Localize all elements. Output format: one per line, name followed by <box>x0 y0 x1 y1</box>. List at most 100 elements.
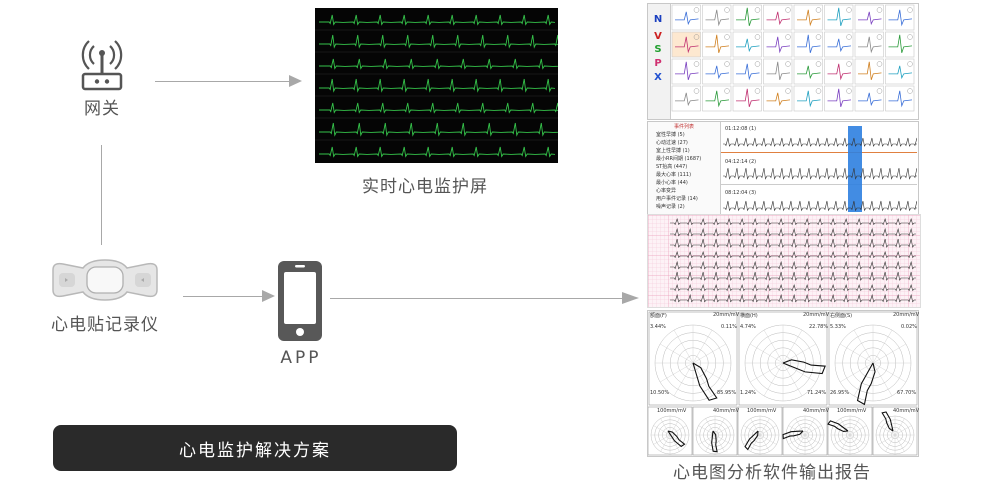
polar-spoke <box>788 425 806 436</box>
beat-template-trace <box>736 88 760 107</box>
beat-template-cell <box>763 85 793 112</box>
polar-spoke <box>840 418 851 436</box>
solution-banner: 心电监护解决方案 <box>53 425 457 471</box>
vector-loop <box>782 359 826 375</box>
event-list-item[interactable]: ST抬高 (447) <box>656 164 688 170</box>
app-node: APP <box>270 260 332 370</box>
polar-spoke <box>878 434 896 445</box>
event-list-item[interactable]: 最小RR间期 (1687) <box>656 156 702 162</box>
beat-template-marker <box>907 88 913 94</box>
polar-spoke <box>692 343 727 364</box>
polar-spoke <box>763 329 784 364</box>
twelve-lead-trace <box>670 260 916 270</box>
beat-template-panel: N V S P X <box>647 3 919 120</box>
beat-template-marker <box>754 34 761 40</box>
event-list-item[interactable]: 最大心率 (111) <box>656 172 692 178</box>
solution-banner-label: 心电监护解决方案 <box>179 440 331 461</box>
beat-template-trace <box>675 61 699 80</box>
twelve-lead-report-panel <box>647 214 921 308</box>
vector-loop-plots <box>647 311 918 456</box>
beat-template-cell <box>885 85 915 112</box>
beat-template-trace <box>827 7 852 26</box>
monitor-trace <box>319 102 562 114</box>
polar-spoke <box>894 418 905 436</box>
polar-spoke <box>782 362 817 383</box>
polar1-scale: 20mm/mV <box>713 312 740 318</box>
polar1-tl: 3.44% <box>650 324 666 330</box>
event-list-item[interactable]: 最小心率 (44) <box>656 180 688 186</box>
gateway-node: 网关 <box>70 36 134 119</box>
polar-spoke <box>743 425 761 436</box>
beat-template-trace <box>858 61 882 80</box>
beat-template-trace <box>858 92 882 107</box>
twelve-lead-trace <box>670 293 916 303</box>
polar2-tr: 22.78% <box>809 324 829 330</box>
twelve-lead-trace <box>670 227 916 237</box>
beat-template-trace <box>766 11 791 26</box>
polar-spoke <box>849 434 867 445</box>
polar-spoke <box>804 425 822 436</box>
recorder-label: 心电贴记录仪 <box>51 315 159 335</box>
beat-template-trace <box>888 65 913 80</box>
polar-spoke <box>894 425 912 436</box>
beat-template-trace <box>705 65 730 80</box>
polar-spoke <box>804 418 815 436</box>
polar-spoke <box>759 434 777 445</box>
beat-template-marker <box>907 61 913 67</box>
polar-spoke <box>872 362 893 397</box>
event-list-item[interactable]: 室性早搏 (5) <box>656 132 685 138</box>
beat-template-cell <box>671 4 701 31</box>
beat-template-cell <box>702 58 732 85</box>
beat-template-cell <box>854 31 884 58</box>
beat-template-trace <box>705 34 730 53</box>
beat-template-cell <box>732 31 762 58</box>
beat-template-trace <box>797 65 821 80</box>
polar-spoke <box>894 434 905 452</box>
event-list-item[interactable]: 心动过速 (27) <box>656 140 688 146</box>
polar-spoke <box>749 362 784 383</box>
beat-letter-x: X <box>654 72 662 83</box>
beat-template-cell <box>671 85 701 112</box>
vector-loop <box>782 430 804 440</box>
monitor-trace <box>319 78 556 93</box>
event-list-item[interactable]: 噪声记录 (2) <box>656 204 685 210</box>
recorder-to-app-line <box>183 296 265 297</box>
polar-spoke <box>849 425 867 436</box>
beat-template-marker <box>754 7 761 13</box>
strip-traces <box>723 126 917 212</box>
twelve-lead-grid <box>648 215 920 307</box>
beat-template-marker <box>724 7 730 13</box>
polar-frame-small <box>782 406 828 456</box>
polar-spoke <box>839 343 874 364</box>
event-list-item[interactable]: 用户事件记录 (14) <box>656 196 698 202</box>
monitor-trace <box>319 34 562 49</box>
beat-template-marker <box>754 61 761 67</box>
gateway-to-monitor-line <box>155 81 293 82</box>
vector-loop <box>711 430 718 453</box>
polar-spoke <box>872 362 907 383</box>
strip-2-label: 04:12:14 (2) <box>725 159 757 165</box>
polar3-title: 右侧面(S) <box>830 313 853 319</box>
beat-template-marker <box>785 34 791 40</box>
polar1-tr: 0.11% <box>721 324 737 330</box>
event-list-item[interactable]: 心率变异 <box>656 188 677 194</box>
event-list-item[interactable]: 室上性早搏 (1) <box>656 148 690 154</box>
vector-loop <box>667 430 686 448</box>
beat-template-marker <box>724 61 730 67</box>
strip-2: 04:12:14 (2) <box>721 158 917 185</box>
beat-template-cell <box>885 58 915 85</box>
polar-spoke <box>833 434 851 445</box>
polar-frame-small <box>872 406 918 456</box>
polar-spoke <box>878 425 896 436</box>
polar-frame <box>828 311 918 406</box>
app-to-report-line <box>330 298 626 299</box>
polar-spoke <box>872 329 893 364</box>
arrowhead-app-icon <box>262 290 275 302</box>
beat-letter-n: N <box>653 14 663 25</box>
polar-spoke <box>714 434 725 452</box>
beat-template-cell <box>793 4 823 31</box>
beat-template-marker <box>724 34 730 40</box>
beat-template-cell <box>854 85 884 112</box>
polar1-title: 额面(F) <box>650 313 667 319</box>
polar2-br: 71.24% <box>807 390 827 396</box>
